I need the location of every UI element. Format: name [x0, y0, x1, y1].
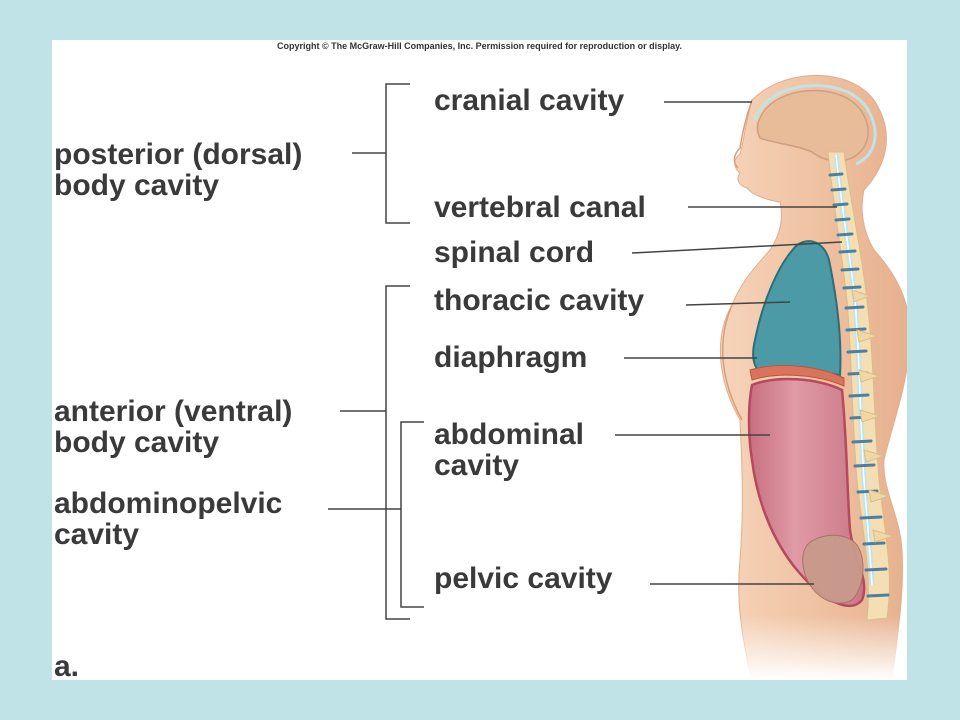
body-illustration: [328, 74, 907, 680]
leader-thoracic: [685, 301, 791, 306]
posterior-cavity-label: posterior (dorsal) body cavity: [54, 139, 302, 201]
bottom-fade: [712, 615, 907, 680]
pelvic-cavity-label: pelvic cavity: [434, 562, 613, 595]
spinal-cord-label: spinal cord: [434, 236, 595, 269]
figure-part-letter: a.: [54, 650, 80, 680]
abdominopelvic-bracket: [328, 421, 424, 608]
torso-contour: [721, 304, 743, 421]
diaphragm-label: diaphragm: [434, 341, 588, 374]
anterior-cavity-label: anterior (ventral) body cavity: [54, 396, 292, 458]
diaphragm-shape: [749, 365, 845, 387]
spinous-processes: [851, 289, 895, 543]
anterior-label-line2: body cavity: [54, 426, 220, 459]
diagram-canvas: Copyright © The McGraw-Hill Companies, I…: [52, 40, 907, 680]
face-outline: [733, 99, 753, 169]
copyright-notice: Copyright © The McGraw-Hill Companies, I…: [276, 41, 683, 51]
leader-spinal-cord: [631, 241, 843, 254]
leader-lines: [615, 101, 843, 585]
intervertebral-discs: [828, 172, 890, 598]
vertebral-canal-label: vertebral canal: [434, 191, 646, 224]
meninges-outline: [753, 84, 877, 166]
cranial-cavity-label: cranial cavity: [434, 84, 625, 117]
spinal-cord-core: [835, 154, 873, 586]
anterior-bracket: [340, 285, 410, 620]
thoracic-cavity-label: thoracic cavity: [434, 284, 645, 317]
abdominopelvic-label-line1: abdominopelvic: [54, 487, 283, 520]
abdominal-label-line2: cavity: [434, 449, 520, 482]
abdominopelvic-cavity-label: abdominopelvic cavity: [54, 488, 282, 550]
abdominopelvic-label-line2: cavity: [54, 518, 140, 551]
anterior-label-line1: anterior (ventral): [54, 395, 293, 428]
abdominal-label-line1: abdominal: [434, 418, 585, 451]
posterior-bracket: [352, 83, 410, 224]
abdominal-cavity-label: abdominal cavity: [434, 419, 584, 481]
posterior-label-line2: body cavity: [54, 169, 220, 202]
pelvic-cavity-shape: [802, 534, 864, 604]
posterior-label-line1: posterior (dorsal): [54, 138, 303, 171]
